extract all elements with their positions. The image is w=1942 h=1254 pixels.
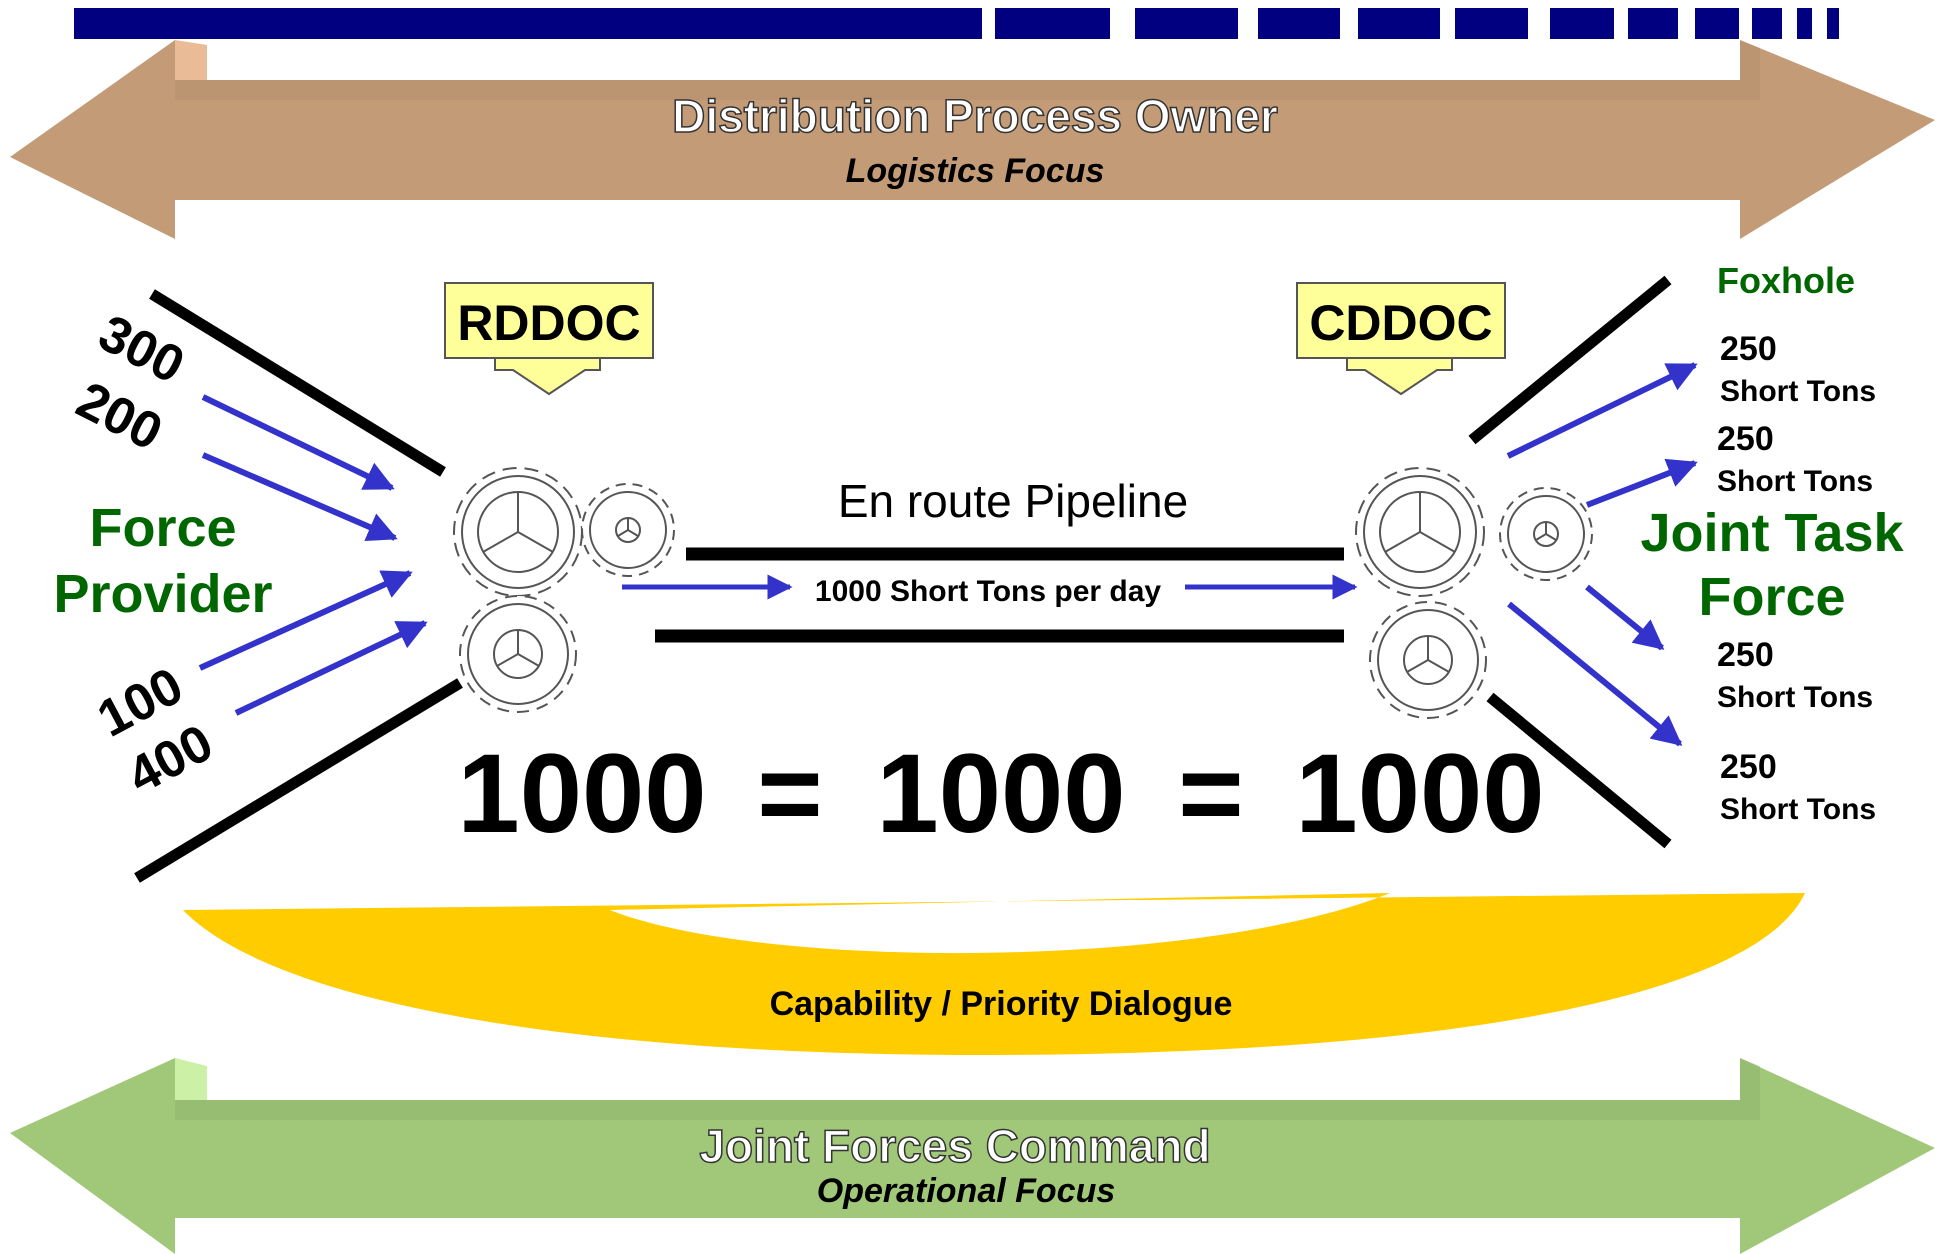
top-navy-bar: [74, 8, 1839, 39]
joint-task-force-label-1: Joint Task: [1640, 503, 1904, 563]
output-1-unit: Short Tons: [1720, 375, 1876, 408]
rddoc-label: RDDOC: [457, 295, 640, 351]
gear-icon: [1369, 601, 1487, 719]
output-4-value: 250: [1720, 748, 1777, 786]
output-1-value: 250: [1720, 330, 1777, 368]
equation-value-c: 1000: [1295, 731, 1544, 856]
gear-icon: [1499, 487, 1593, 581]
gear-icon: [459, 595, 577, 713]
output-3-unit: Short Tons: [1717, 681, 1873, 714]
distribution-process-owner-arrow: [10, 40, 1935, 239]
gear-icon: [1355, 467, 1485, 597]
top-band-title: Distribution Process Owner: [672, 90, 1278, 142]
right-funnel: [1468, 275, 1672, 849]
gear-icon: [581, 483, 675, 577]
top-band-subtitle: Logistics Focus: [846, 152, 1105, 190]
output-2-value: 250: [1717, 420, 1774, 458]
left-funnel: [134, 289, 463, 883]
right-output-arrows: [1506, 362, 1698, 747]
cddoc-callout: [1296, 282, 1506, 396]
equation-value-a: 1000: [457, 731, 706, 856]
bottom-band-title: Joint Forces Command: [699, 1120, 1210, 1172]
equation-equals-1: =: [757, 731, 822, 856]
force-provider-label-2: Provider: [53, 564, 272, 624]
gear-icon: [453, 467, 583, 597]
output-2-unit: Short Tons: [1717, 465, 1873, 498]
foxhole-label: Foxhole: [1717, 260, 1855, 301]
pipeline-title: En route Pipeline: [838, 475, 1188, 527]
pipeline-flow-label: 1000 Short Tons per day: [815, 575, 1162, 608]
capability-dialogue-label: Capability / Priority Dialogue: [770, 985, 1233, 1023]
equation-equals-2: =: [1178, 731, 1243, 856]
left-input-arrows: [198, 394, 428, 716]
force-provider-label-1: Force: [89, 498, 236, 558]
pipeline-walls: [655, 547, 1344, 643]
joint-forces-command-arrow: [10, 1058, 1935, 1254]
joint-task-force-label-2: Force: [1698, 567, 1845, 627]
output-4-unit: Short Tons: [1720, 793, 1876, 826]
bottom-band-subtitle: Operational Focus: [817, 1172, 1116, 1210]
equation-value-b: 1000: [876, 731, 1125, 856]
cddoc-label: CDDOC: [1309, 295, 1492, 351]
capability-dialogue-band: [183, 893, 1805, 1055]
rddoc-callout: [444, 282, 654, 396]
output-3-value: 250: [1717, 636, 1774, 674]
